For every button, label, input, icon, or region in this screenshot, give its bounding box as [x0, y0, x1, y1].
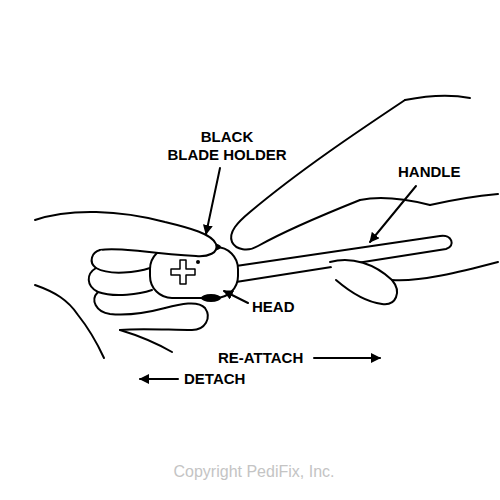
right-knuckle [405, 96, 470, 100]
leader-arrow [224, 291, 248, 303]
watermark: Copyright PediFix, Inc. [174, 463, 335, 480]
left-finger [89, 268, 152, 295]
part-label: BLACK BLADE HOLDER [167, 128, 286, 163]
blade-holder [201, 294, 221, 302]
leader-arrow [370, 186, 416, 242]
direction-arrow [140, 378, 178, 380]
plus-mark [171, 260, 195, 284]
left-hand-line [100, 249, 140, 251]
leader-arrow [206, 168, 220, 234]
line-spacer [164, 128, 198, 146]
part-label: HANDLE [398, 163, 461, 181]
left-finger [94, 292, 165, 315]
line-spacer [256, 128, 290, 146]
left-thumb-fill [35, 212, 216, 256]
part-label: HEAD [252, 298, 295, 315]
right-palm-fill [392, 195, 498, 280]
right-index-finger [231, 100, 405, 249]
part-label: HEAD [252, 298, 295, 316]
watermark: Copyright PediFix, Inc. [4, 462, 500, 481]
left-wrist [120, 330, 172, 352]
right-palm [392, 262, 498, 280]
left-finger [92, 250, 150, 273]
part-label: BLACK BLADE HOLDER [164, 128, 290, 164]
right-finger [360, 198, 430, 205]
direction-label: DETACH [184, 370, 245, 388]
right-palm [430, 194, 498, 205]
right-thumb [330, 260, 397, 304]
direction-label: RE-ATTACH [218, 349, 303, 367]
left-thumb [35, 212, 216, 256]
left-wrist [35, 285, 104, 358]
direction-arrow [314, 357, 380, 359]
part-label: HANDLE [398, 163, 461, 180]
left-index-finger [120, 303, 208, 330]
direction-label: DETACH [184, 370, 245, 387]
head-dot [196, 260, 200, 264]
direction-label: RE-ATTACH [218, 349, 303, 366]
